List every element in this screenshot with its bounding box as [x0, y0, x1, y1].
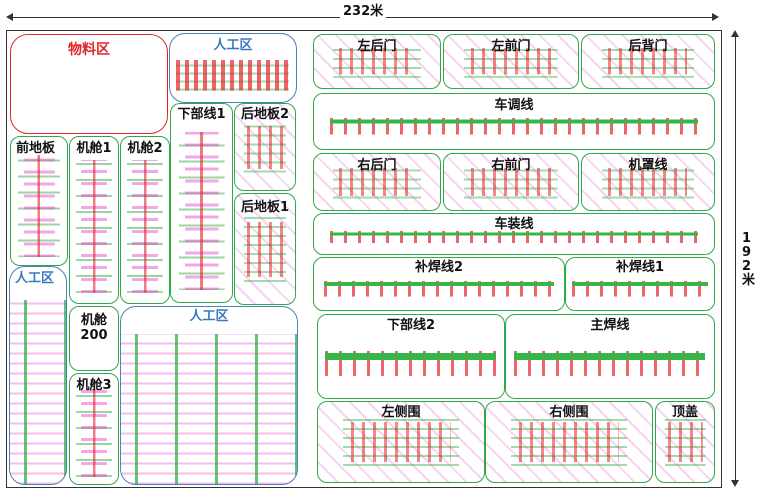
- zone-engine-bay-200-label: 机舱 200: [80, 313, 108, 343]
- zone-repair-weld-1: 补焊线1: [565, 257, 715, 311]
- zone-engine-bay-3-label: 机舱3: [76, 378, 112, 393]
- zone-assembly-line-label: 车装线: [494, 217, 534, 232]
- zone-manual-top-label: 人工区: [213, 38, 253, 53]
- zone-engine-bay-1: 机舱1: [69, 136, 119, 304]
- zone-left-side: 左侧围: [317, 401, 485, 483]
- zone-rear-hatch-label: 后背门: [628, 39, 668, 54]
- zone-manual-left: 人工区: [9, 266, 67, 485]
- zone-adjust-line: 车调线: [313, 93, 715, 150]
- zone-repair-weld-2: 补焊线2: [313, 257, 565, 311]
- height-dimension-line: [735, 36, 736, 480]
- zone-engine-bay-1-label: 机舱1: [76, 141, 112, 156]
- zone-lower-line-2: 下部线2: [317, 314, 505, 399]
- zone-engine-bay-3: 机舱3: [69, 373, 119, 485]
- zone-main-weld: 主焊线: [505, 314, 715, 399]
- zone-right-rear-door-label: 右后门: [357, 158, 397, 173]
- zone-right-front-door-label: 右前门: [491, 158, 531, 173]
- zone-material: 物料区: [10, 34, 168, 134]
- zone-left-side-label: 左侧围: [381, 405, 421, 420]
- height-arrow-down-icon: [731, 480, 739, 487]
- zone-assembly-line: 车装线: [313, 213, 715, 255]
- zone-rear-floor-1-label: 后地板1: [240, 200, 290, 215]
- zone-left-rear-door-label: 左后门: [357, 39, 397, 54]
- zone-engine-bay-200: 机舱 200: [69, 306, 119, 371]
- width-label: 232米: [340, 0, 387, 19]
- zone-right-front-door: 右前门: [443, 153, 579, 211]
- zone-left-front-door-label: 左前门: [491, 39, 531, 54]
- zone-fitting-line: 机罩线: [581, 153, 715, 211]
- zone-front-floor-label: 前地板: [16, 141, 56, 156]
- zone-front-floor: 前地板: [10, 136, 68, 266]
- zone-material-label: 物料区: [68, 42, 110, 58]
- zone-rear-hatch: 后背门: [581, 34, 715, 89]
- zone-engine-bay-2-label: 机舱2: [127, 141, 163, 156]
- zone-fitting-line-label: 机罩线: [628, 158, 668, 173]
- zone-right-side: 右侧围: [485, 401, 653, 483]
- zone-engine-bay-2: 机舱2: [120, 136, 170, 304]
- zone-manual-left-label: 人工区: [15, 271, 55, 286]
- zone-manual-top: 人工区: [169, 33, 297, 103]
- plant-layout: 物料区 人工区 下部线1 后地板2 后地板1 前地板 机舱1 机舱2 人工区 机…: [6, 30, 722, 488]
- height-arrow-up-icon: [731, 30, 739, 37]
- zone-repair-weld-1-label: 补焊线1: [615, 260, 665, 275]
- zone-left-rear-door: 左后门: [313, 34, 441, 89]
- zone-lower-line-2-label: 下部线2: [386, 318, 436, 333]
- zone-rear-floor-2-label: 后地板2: [240, 107, 290, 122]
- zone-lower-line-1: 下部线1: [170, 103, 233, 303]
- zone-repair-weld-2-label: 补焊线2: [414, 260, 464, 275]
- zone-lower-line-1-label: 下部线1: [177, 107, 226, 122]
- zone-rear-floor-2: 后地板2: [234, 103, 296, 191]
- zone-right-rear-door: 右后门: [313, 153, 441, 211]
- zone-rear-floor-1: 后地板1: [234, 193, 296, 305]
- zone-right-side-label: 右侧围: [549, 405, 589, 420]
- zone-adjust-line-label: 车调线: [494, 98, 534, 113]
- zone-roof: 顶盖: [655, 401, 715, 483]
- width-arrow-left-icon: [6, 13, 13, 21]
- height-label: 192米: [742, 231, 756, 288]
- zone-manual-bottom: 人工区: [120, 306, 298, 485]
- width-arrow-right-icon: [712, 13, 719, 21]
- zone-manual-bottom-label: 人工区: [189, 309, 229, 324]
- zone-roof-label: 顶盖: [671, 405, 698, 420]
- zone-main-weld-label: 主焊线: [590, 318, 630, 333]
- zone-left-front-door: 左前门: [443, 34, 579, 89]
